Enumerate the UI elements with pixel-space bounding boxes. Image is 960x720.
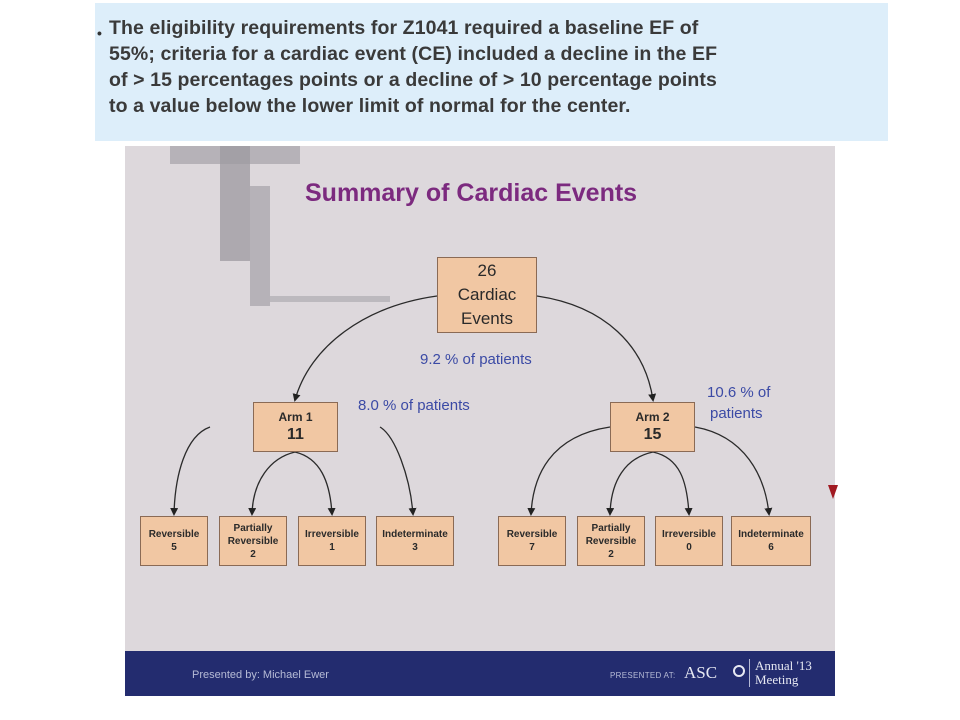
root-label: Events <box>461 309 513 328</box>
connector-arm2-leaf2 <box>606 451 654 516</box>
leaf-label: Reversible <box>506 529 558 540</box>
arm1-leaf-irreversible: Irreversible 1 <box>298 516 366 566</box>
leaf-value: 7 <box>529 542 535 553</box>
decorative-shape <box>250 186 270 306</box>
caption-line: The eligibility requirements for Z1041 r… <box>109 17 699 39</box>
leaf-value: 6 <box>768 542 774 553</box>
arm2-leaf-irreversible: Irreversible 0 <box>655 516 723 566</box>
leaf-label: Irreversible <box>662 529 716 540</box>
connector-root-arm2 <box>536 295 657 402</box>
meeting-line: Meeting <box>755 672 799 687</box>
arm1-leaf-reversible: Reversible 5 <box>140 516 208 566</box>
leaf-label: Partially <box>591 522 631 534</box>
leaf-value: 0 <box>686 542 692 553</box>
arm2-leaf-reversible: Reversible 7 <box>498 516 566 566</box>
caption-box: • The eligibility requirements for Z1041… <box>95 3 888 141</box>
arm2-note-line: 10.6 % of <box>707 384 771 401</box>
asco-logo-icon <box>733 665 745 677</box>
leaf-label: Indeterminate <box>738 529 804 540</box>
footer-divider <box>749 659 750 687</box>
leaf-label: Reversible <box>227 535 279 547</box>
asco-logo-text: ASC <box>684 663 718 682</box>
leaf-label: Irreversible <box>305 529 359 540</box>
red-pointer-icon <box>828 485 838 499</box>
connector-arm1-leaf3 <box>294 451 336 516</box>
leaf-label: Reversible <box>148 529 200 540</box>
leaf-value: 2 <box>608 548 614 560</box>
connector-lines <box>170 295 773 516</box>
decorative-shape <box>220 146 250 261</box>
leaf-value: 5 <box>171 542 177 553</box>
connector-arm2-leaf4 <box>694 426 773 516</box>
arm1-name: Arm 1 <box>278 409 313 424</box>
arm2-name: Arm 2 <box>635 409 670 424</box>
meeting-line: Annual '13 <box>755 658 812 673</box>
annual-meeting-label: Annual '13 Meeting <box>755 659 812 687</box>
connector-arm1-leaf4 <box>379 426 417 516</box>
arm2-node: Arm 2 15 <box>610 402 695 452</box>
bullet: • <box>97 25 102 41</box>
decorative-shape <box>270 296 390 302</box>
arm1-leaf-indeterminate: Indeterminate 3 <box>376 516 454 566</box>
root-count: 26 <box>477 261 497 280</box>
connector-arm2-leaf1 <box>527 426 611 516</box>
caption-line: to a value below the lower limit of norm… <box>109 95 631 117</box>
arm2-leaf-partially-reversible: Partially Reversible 2 <box>577 516 645 566</box>
arm1-percent-note: 8.0 % of patients <box>358 397 470 414</box>
arm2-percent-note: 10.6 % of patients <box>707 382 770 424</box>
arm1-leaf-partially-reversible: Partially Reversible 2 <box>219 516 287 566</box>
presented-at-label: PRESENTED AT: <box>610 671 676 680</box>
arm1-node: Arm 1 11 <box>253 402 338 452</box>
arm1-count: 11 <box>287 425 304 443</box>
slide: Summary of Cardiac Events 26 Cardiac Eve… <box>125 146 835 696</box>
leaf-value: 2 <box>250 548 256 560</box>
caption-line: 55%; criteria for a cardiac event (CE) i… <box>109 43 718 65</box>
presenter-credit: Presented by: Michael Ewer <box>192 669 329 681</box>
leaf-label: Reversible <box>585 535 637 547</box>
slide-title: Summary of Cardiac Events <box>305 179 638 207</box>
leaf-value: 1 <box>329 542 335 553</box>
arm2-leaf-indeterminate: Indeterminate 6 <box>731 516 811 566</box>
leaf-value: 3 <box>412 542 418 553</box>
leaf-label: Indeterminate <box>382 529 448 540</box>
connector-arm2-leaf3 <box>652 451 693 516</box>
connector-arm1-leaf2 <box>248 451 296 516</box>
arm2-count: 15 <box>643 425 662 443</box>
overall-percent-note: 9.2 % of patients <box>420 351 532 368</box>
connector-arm1-leaf1 <box>170 426 211 516</box>
caption-line: of > 15 percentages points or a decline … <box>109 69 717 91</box>
leaf-label: Partially <box>233 522 273 534</box>
root-node: 26 Cardiac Events <box>437 257 537 333</box>
caption-text: The eligibility requirements for Z1041 r… <box>109 15 869 119</box>
slide-footer: Presented by: Michael Ewer PRESENTED AT:… <box>125 651 835 696</box>
connector-root-arm1 <box>292 295 438 402</box>
root-label: Cardiac <box>457 285 517 304</box>
arm2-note-line: patients <box>710 405 763 422</box>
